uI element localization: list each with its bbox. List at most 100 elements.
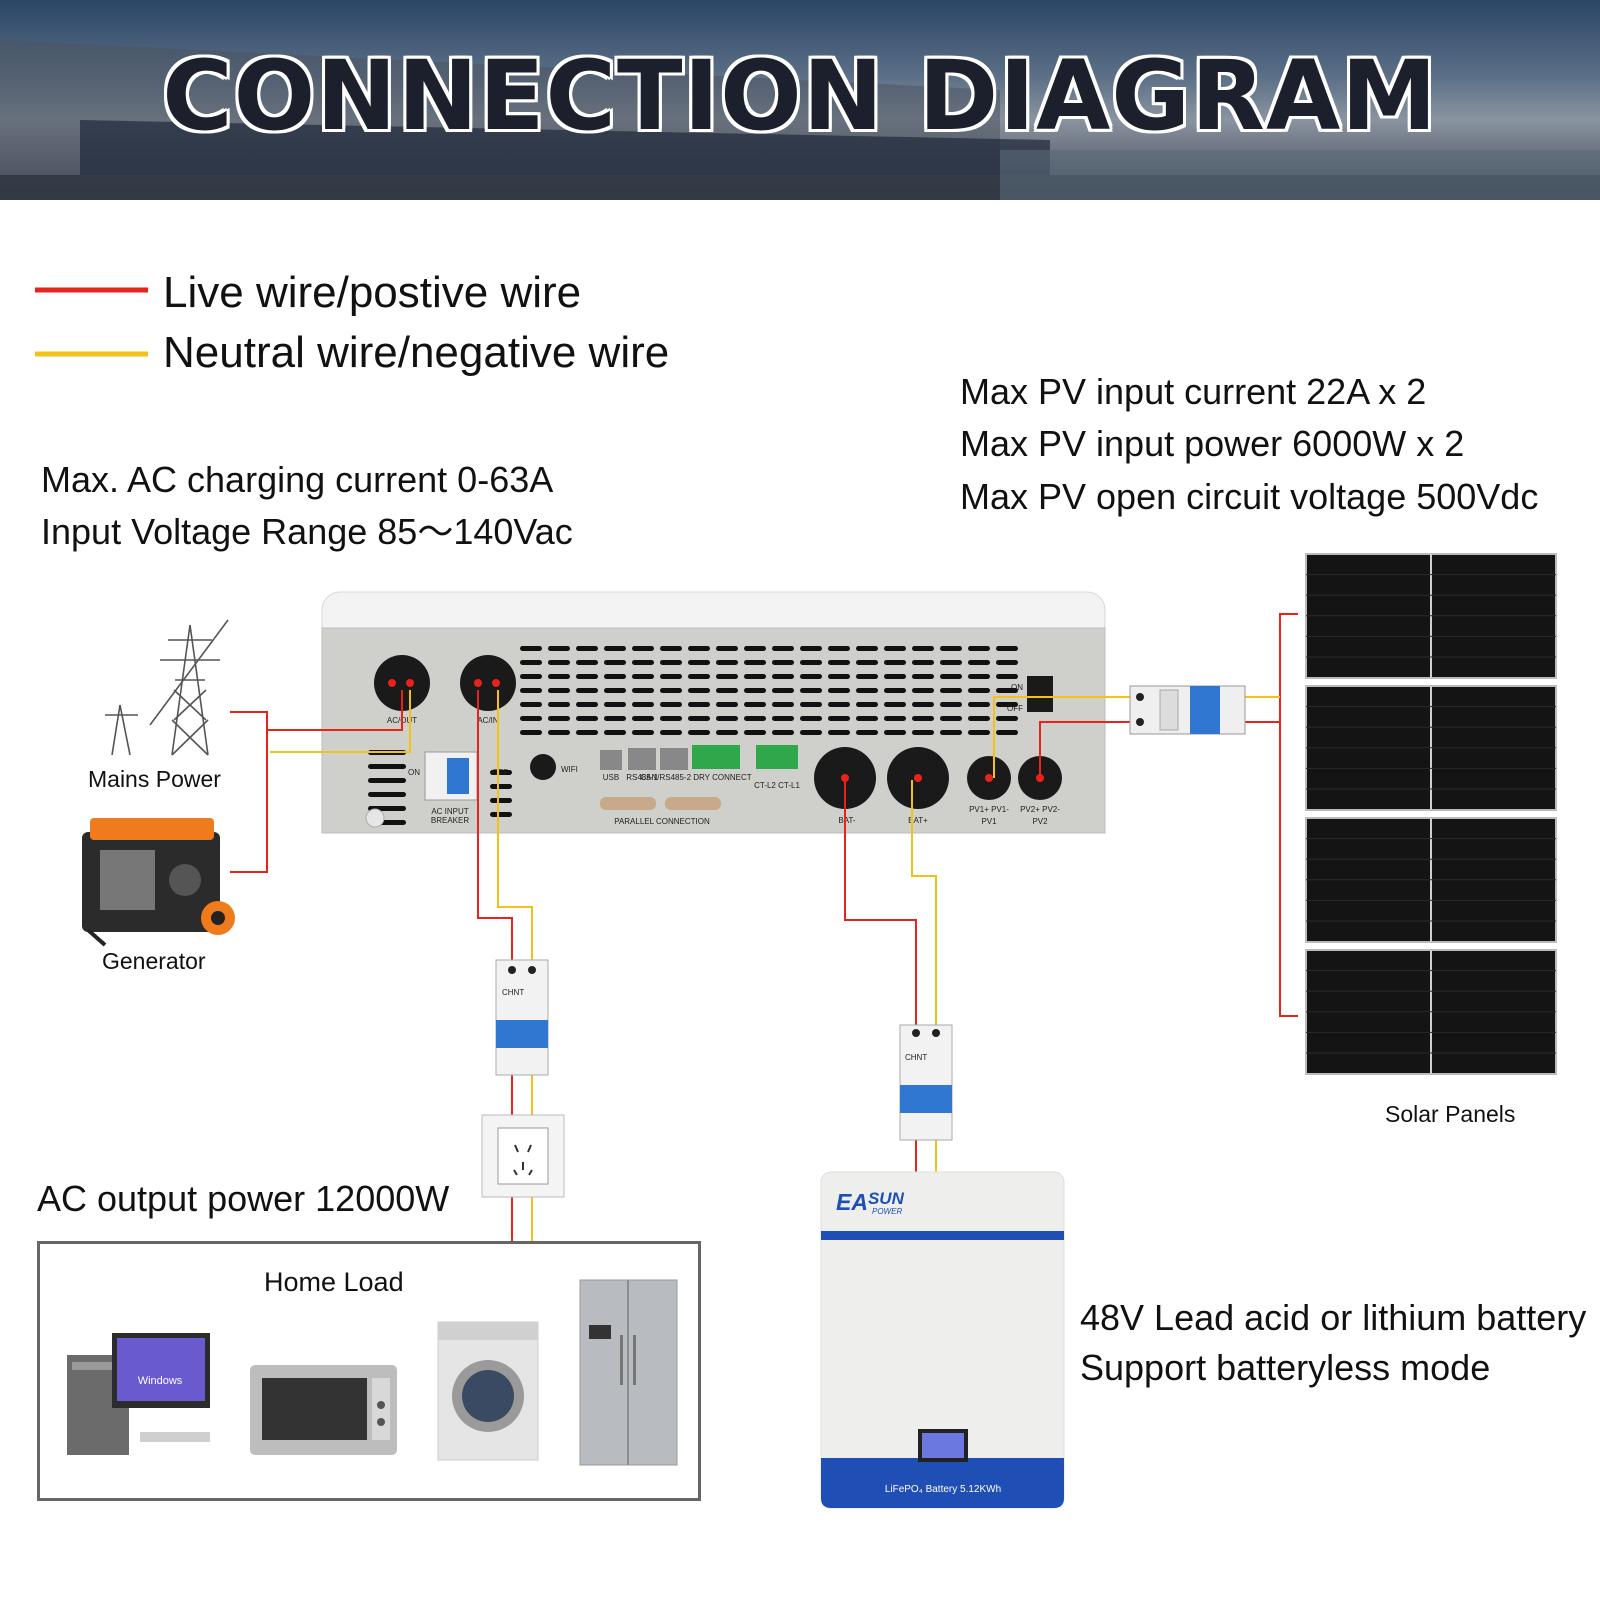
vent-slot xyxy=(604,688,626,693)
vent-slot xyxy=(912,688,934,693)
refrigerator-icon xyxy=(579,1279,678,1466)
parallel-connection-label: PARALLEL CONNECTION xyxy=(614,817,710,826)
vent-slot xyxy=(744,730,766,735)
mains-power-label: Mains Power xyxy=(88,766,221,792)
header-banner: CONNECTION DIAGRAM xyxy=(0,0,1600,200)
vent-slot xyxy=(856,716,878,721)
vent-slot xyxy=(604,660,626,665)
vent-slot xyxy=(828,716,850,721)
ct-port[interactable] xyxy=(756,745,798,769)
pv-switch-off-label: OFF xyxy=(1007,704,1023,713)
vent-slot xyxy=(828,702,850,707)
vent-slot xyxy=(996,702,1018,707)
pv2-terms-label: PV2+ PV2- xyxy=(1020,805,1060,814)
vent-slot xyxy=(772,716,794,721)
vent-slot xyxy=(490,798,512,803)
wifi-port[interactable] xyxy=(530,754,556,780)
bat-neg-label: BAT- xyxy=(838,816,856,825)
parallel-port-1[interactable] xyxy=(600,797,656,810)
vent-slot xyxy=(576,674,598,679)
vent-slot xyxy=(772,730,794,735)
battery-brand: EASUN xyxy=(836,1189,905,1215)
pv-breaker[interactable] xyxy=(1129,685,1246,735)
ac-in-terminal xyxy=(460,655,516,711)
battery-spec-2: Support batteryless mode xyxy=(1080,1347,1491,1388)
vent-slot xyxy=(856,660,878,665)
ac-output-spec: AC output power 12000W xyxy=(37,1178,450,1219)
dry-connect-port[interactable] xyxy=(692,745,740,769)
usb-label: USB xyxy=(603,773,619,782)
vent-slot xyxy=(828,660,850,665)
vent-slot xyxy=(548,702,570,707)
battery-model: LiFePO₄ Battery 5.12KWh xyxy=(885,1484,1001,1495)
vent-slot xyxy=(856,688,878,693)
vent-slot xyxy=(940,688,962,693)
page-title: CONNECTION DIAGRAM xyxy=(162,40,1438,152)
pv-spec-3: Max PV open circuit voltage 500Vdc xyxy=(960,476,1539,517)
vent-slot xyxy=(520,702,542,707)
washing-machine-icon xyxy=(437,1321,539,1461)
solar-panel xyxy=(1305,553,1557,679)
vent-slot xyxy=(940,702,962,707)
vent-slot xyxy=(632,702,654,707)
vent-slot xyxy=(576,688,598,693)
house-illustration xyxy=(0,40,1600,200)
solar-panel xyxy=(1305,685,1557,811)
vent-slot xyxy=(856,646,878,651)
vent-slot xyxy=(828,688,850,693)
ac-input-spec-2: Input Voltage Range 85～140Vac xyxy=(41,511,573,552)
vent-slot xyxy=(996,674,1018,679)
vent-slot xyxy=(520,674,542,679)
vent-slot xyxy=(548,674,570,679)
vent-slot xyxy=(548,660,570,665)
vent-slot xyxy=(604,674,626,679)
vent-slot xyxy=(716,646,738,651)
pv-switch[interactable] xyxy=(1027,676,1053,712)
ac-input-wires xyxy=(230,690,411,873)
vent-slot xyxy=(604,730,626,735)
vent-slot xyxy=(604,646,626,651)
vent-slot xyxy=(968,688,990,693)
vent-slot xyxy=(800,702,822,707)
vent-slot xyxy=(490,770,512,775)
vent-slot xyxy=(716,730,738,735)
vent-slot xyxy=(968,674,990,679)
wall-socket-icon[interactable] xyxy=(481,1114,565,1198)
ac-output-breaker[interactable]: CHNT xyxy=(495,959,549,1076)
windows-logo: Windows xyxy=(138,1375,183,1387)
vent-slot xyxy=(744,674,766,679)
home-load-label: Home Load xyxy=(264,1267,404,1297)
home-load-box xyxy=(37,1241,701,1501)
vent-slot xyxy=(800,674,822,679)
battery-unit: EASUN POWER LiFePO₄ Battery 5.12KWh xyxy=(820,1171,1065,1509)
vent-slot xyxy=(968,716,990,721)
vent-slot xyxy=(688,674,710,679)
vent-slot xyxy=(828,674,850,679)
can-rs485-2-port[interactable] xyxy=(660,748,688,770)
vent-slot xyxy=(520,688,542,693)
vent-slot xyxy=(632,674,654,679)
vent-slot xyxy=(828,646,850,651)
ac-out-terminal xyxy=(374,655,430,711)
pv-wires xyxy=(993,613,1298,1017)
vent-slot xyxy=(856,674,878,679)
parallel-port-2[interactable] xyxy=(665,797,721,810)
vent-slot xyxy=(996,646,1018,651)
vent-slot xyxy=(744,688,766,693)
generator-icon xyxy=(82,818,235,947)
pv1-label: PV1 xyxy=(981,817,997,826)
vent-slot xyxy=(660,646,682,651)
bat-pos-label: BAT+ xyxy=(908,816,928,825)
vent-slot xyxy=(744,702,766,707)
vent-slot xyxy=(520,646,542,651)
battery-breaker[interactable]: CHNT xyxy=(899,1024,953,1141)
vent-slot xyxy=(576,702,598,707)
usb-port[interactable] xyxy=(600,750,622,770)
vent-slot xyxy=(912,730,934,735)
vent-slot xyxy=(368,764,406,769)
vent-slot xyxy=(772,674,794,679)
vent-slot xyxy=(884,660,906,665)
rs485-1-port[interactable] xyxy=(628,748,656,770)
vent-slot xyxy=(744,646,766,651)
